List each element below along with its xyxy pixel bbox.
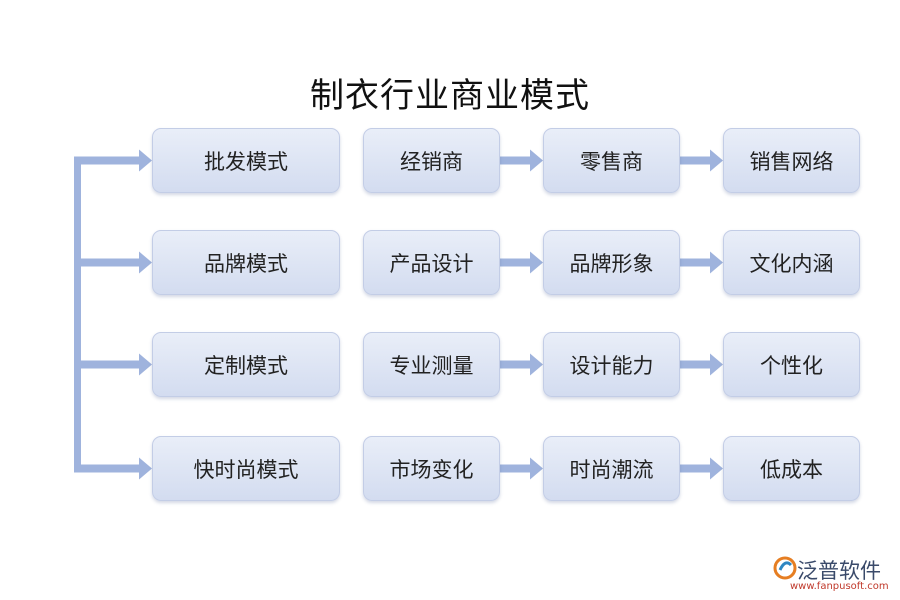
diagram-title: 制衣行业商业模式 (310, 76, 590, 116)
flow-arrow-4-2-head (710, 457, 723, 480)
logo-url: www.fanpusoft.com (790, 581, 889, 592)
step-box-2-3: 文化内涵 (723, 230, 860, 295)
branch-arrow-3-shaft (78, 360, 139, 369)
flow-arrow-2-2-shaft (680, 258, 710, 267)
flow-arrow-3-1-shaft (500, 360, 530, 369)
flow-arrow-1-1-head (530, 149, 543, 172)
model-box-2: 品牌模式 (152, 230, 340, 295)
fanpu-logo-icon (773, 556, 797, 580)
branch-arrow-4-head (139, 457, 152, 480)
step-box-3-3: 个性化 (723, 332, 860, 397)
company-logo: 泛普软件 www.fanpusoft.com (772, 555, 892, 595)
flow-arrow-2-1-head (530, 251, 543, 274)
step-box-1-1: 经销商 (363, 128, 500, 193)
branch-arrow-3-head (139, 353, 152, 376)
flow-arrow-2-2-head (710, 251, 723, 274)
logo-name: 泛普软件 (797, 559, 881, 583)
flow-arrow-3-2-shaft (680, 360, 710, 369)
branch-arrow-1-shaft (78, 156, 139, 165)
step-box-2-1: 产品设计 (363, 230, 500, 295)
branch-arrow-2-shaft (78, 258, 139, 267)
flow-arrow-2-1-shaft (500, 258, 530, 267)
step-box-3-1: 专业测量 (363, 332, 500, 397)
step-box-1-2: 零售商 (543, 128, 680, 193)
arrow-group (74, 149, 723, 480)
branch-arrow-2-head (139, 251, 152, 274)
flow-arrow-1-1-shaft (500, 156, 530, 165)
flow-arrow-1-2-head (710, 149, 723, 172)
flow-arrow-4-1-head (530, 457, 543, 480)
flow-arrow-4-2-shaft (680, 464, 710, 473)
flow-arrow-3-1-head (530, 353, 543, 376)
flow-arrow-3-2-head (710, 353, 723, 376)
model-box-4: 快时尚模式 (152, 436, 340, 501)
step-box-4-3: 低成本 (723, 436, 860, 501)
step-box-2-2: 品牌形象 (543, 230, 680, 295)
step-box-1-3: 销售网络 (723, 128, 860, 193)
flow-arrow-1-2-shaft (680, 156, 710, 165)
step-box-4-1: 市场变化 (363, 436, 500, 501)
flow-arrow-4-1-shaft (500, 464, 530, 473)
branch-arrow-4-shaft (78, 464, 139, 473)
model-box-1: 批发模式 (152, 128, 340, 193)
model-box-3: 定制模式 (152, 332, 340, 397)
trunk-connector (74, 156, 81, 473)
step-box-3-2: 设计能力 (543, 332, 680, 397)
step-box-4-2: 时尚潮流 (543, 436, 680, 501)
branch-arrow-1-head (139, 149, 152, 172)
